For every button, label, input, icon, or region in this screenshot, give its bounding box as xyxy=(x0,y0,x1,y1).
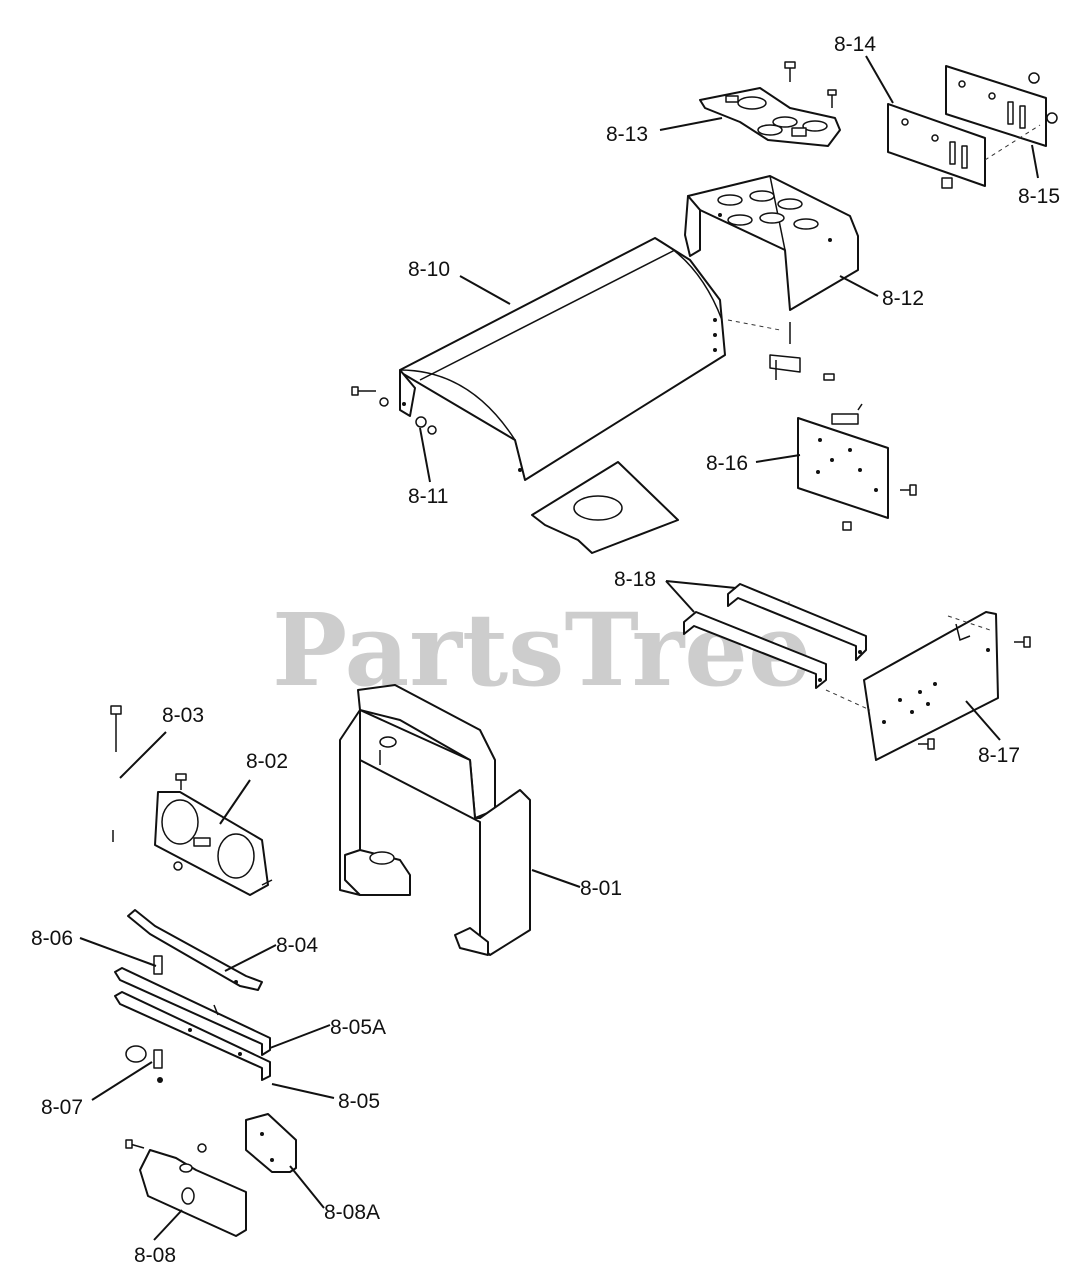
callout-8-12[interactable]: 8-12 xyxy=(882,287,924,310)
part-8-05A-rail[interactable] xyxy=(114,967,271,1056)
callout-8-06[interactable]: 8-06 xyxy=(31,927,73,950)
part-8-12-dash-housing[interactable] xyxy=(684,175,859,311)
part-8-18-bracket-lower[interactable] xyxy=(683,611,827,689)
part-8-02-cover-plate[interactable] xyxy=(154,791,273,896)
part-8-05-rail[interactable] xyxy=(114,991,271,1081)
partstree-watermark: PartsTree TM xyxy=(272,591,812,709)
part-8-17-rear-plate[interactable] xyxy=(863,611,1031,761)
leader-8-17 xyxy=(965,700,1001,741)
part-8-14-side-plate[interactable] xyxy=(887,103,986,187)
leader-8-03 xyxy=(119,731,167,779)
leader-8-18a xyxy=(665,580,737,589)
leader-8-08A xyxy=(289,1165,325,1209)
callout-8-15[interactable]: 8-15 xyxy=(1018,185,1060,208)
callout-8-07[interactable]: 8-07 xyxy=(41,1096,83,1119)
part-8-10-hood[interactable] xyxy=(399,237,726,481)
callout-8-04[interactable]: 8-04 xyxy=(276,934,318,957)
leader-8-07 xyxy=(91,1061,153,1101)
callout-8-05[interactable]: 8-05 xyxy=(338,1090,380,1113)
callout-labels: 8-13 8-14 8-15 8-10 8-12 8-11 8-16 8-18 … xyxy=(31,33,1060,1267)
leader-8-18b xyxy=(665,580,695,613)
callout-8-11[interactable]: 8-11 xyxy=(408,485,448,508)
callout-8-18[interactable]: 8-18 xyxy=(614,568,656,591)
callout-8-03[interactable]: 8-03 xyxy=(162,704,204,727)
part-8-03-pin[interactable] xyxy=(110,705,122,842)
callout-8-14[interactable]: 8-14 xyxy=(834,33,876,56)
leader-8-15 xyxy=(1031,144,1039,179)
callout-8-08[interactable]: 8-08 xyxy=(134,1244,176,1267)
part-8-15-side-plate[interactable] xyxy=(945,65,1047,147)
callout-8-01[interactable]: 8-01 xyxy=(580,877,622,900)
nut-8-15-top xyxy=(941,72,1058,189)
bolt-8-13-right xyxy=(827,89,837,108)
leader-8-13 xyxy=(659,117,723,131)
leader-8-02 xyxy=(219,779,251,825)
callout-8-10[interactable]: 8-10 xyxy=(408,258,450,281)
callout-8-05A[interactable]: 8-05A xyxy=(330,1016,386,1039)
part-8-11-nut[interactable] xyxy=(415,416,437,435)
leader-8-08 xyxy=(153,1209,183,1241)
callout-8-08A[interactable]: 8-08A xyxy=(324,1201,380,1224)
part-8-18-bracket-upper[interactable] xyxy=(727,583,867,661)
part-8-02-bolt xyxy=(173,773,187,871)
switch-bracket xyxy=(769,322,835,381)
part-8-08A-bracket[interactable] xyxy=(245,1113,297,1173)
leader-8-05A xyxy=(269,1024,331,1049)
callout-8-13[interactable]: 8-13 xyxy=(606,123,648,146)
part-8-04-lever[interactable] xyxy=(127,909,263,991)
callout-8-02[interactable]: 8-02 xyxy=(246,750,288,773)
part-8-07-roller[interactable] xyxy=(125,1045,163,1083)
leader-8-12 xyxy=(839,275,879,297)
bolt-8-13-top xyxy=(784,61,796,82)
callout-8-16[interactable]: 8-16 xyxy=(706,452,748,475)
leader-8-01 xyxy=(531,869,581,888)
hood-base-plate xyxy=(531,461,679,554)
leader-8-10 xyxy=(459,275,511,305)
leader-8-04 xyxy=(224,944,277,972)
part-8-16-mount-plate[interactable] xyxy=(797,403,917,531)
leader-8-16 xyxy=(755,454,801,463)
part-8-08-bracket[interactable] xyxy=(125,1139,247,1237)
leader-8-14 xyxy=(865,55,894,104)
leader-8-06 xyxy=(79,937,157,967)
watermark-text: PartsTree xyxy=(272,591,812,709)
part-8-13-dash-plate[interactable] xyxy=(699,87,841,147)
part-8-01-main-frame[interactable] xyxy=(339,684,531,956)
leader-8-11 xyxy=(419,427,431,483)
hood-bolt xyxy=(351,386,389,407)
leader-lines xyxy=(79,55,1039,1241)
leader-8-05 xyxy=(271,1083,335,1099)
callout-8-17[interactable]: 8-17 xyxy=(978,744,1020,767)
